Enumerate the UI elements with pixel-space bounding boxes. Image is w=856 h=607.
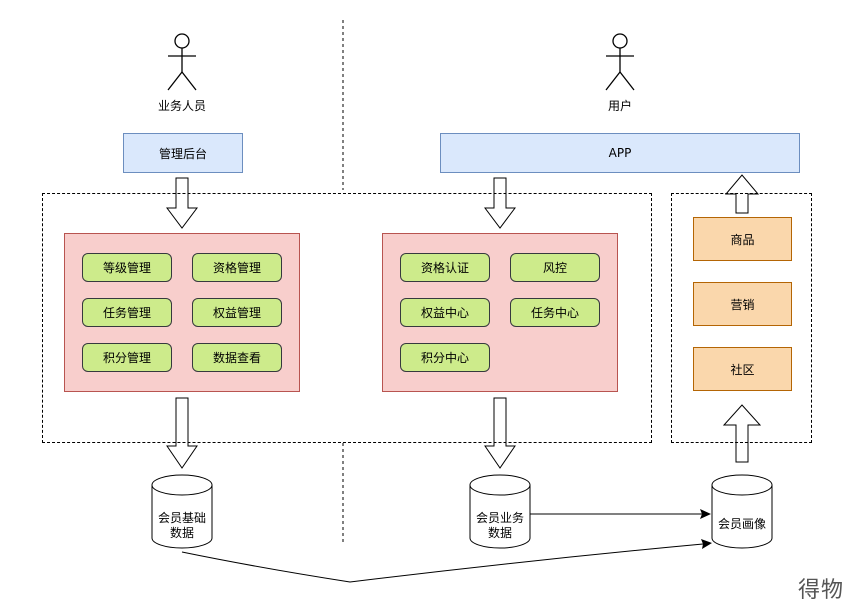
module-risk-control: 风控: [510, 253, 600, 282]
db-basic-label: 会员基础 数据: [152, 511, 212, 541]
module-qualification-management: 资格管理: [192, 253, 282, 282]
db-business-label-line2: 数据: [487, 526, 512, 540]
arrow-admin-down-icon: [166, 177, 198, 229]
module-rights-center: 权益中心: [400, 298, 490, 327]
db-basic-label-line2: 数据: [169, 526, 194, 540]
module-marketing: 营销: [693, 282, 792, 326]
cylinder-basic-data: [151, 474, 213, 549]
cylinder-business-data: [469, 474, 531, 549]
arrow-app-down-icon: [484, 177, 516, 229]
app-box: APP: [440, 133, 800, 173]
arrow-admin-db-icon: [166, 397, 198, 469]
watermark: 得物: [798, 578, 845, 603]
module-level-management: 等级管理: [82, 253, 172, 282]
module-points-management: 积分管理: [82, 343, 172, 372]
actor-user-icon: [605, 33, 635, 91]
actor-business-icon: [167, 33, 197, 91]
db-portrait-label: 会员画像: [717, 517, 766, 531]
module-task-center: 任务中心: [510, 298, 600, 327]
db-basic-label-line1: 会员基础: [157, 511, 206, 525]
arrow-up-app-icon: [724, 174, 760, 214]
db-business-label-line1: 会员业务: [475, 511, 524, 525]
actor-user-label: 用户: [607, 99, 632, 113]
arrow-user-db-icon: [484, 397, 516, 469]
arrowhead-business-portrait-icon: [700, 509, 711, 519]
module-products: 商品: [693, 217, 792, 261]
module-task-management: 任务管理: [82, 298, 172, 327]
cylinder-portrait-data: [711, 474, 773, 549]
actor-business-label: 业务人员: [157, 99, 206, 113]
arrowhead-basic-portrait-icon: [701, 539, 712, 549]
module-community: 社区: [693, 347, 792, 391]
module-qualification-auth: 资格认证: [400, 253, 490, 282]
connector-basic-portrait: [181, 543, 704, 583]
module-data-view: 数据查看: [192, 343, 282, 372]
service-group-container: [42, 193, 652, 443]
frontend-group-container: [671, 193, 812, 443]
module-points-center: 积分中心: [400, 343, 490, 372]
db-business-label: 会员业务 数据: [470, 511, 530, 541]
admin-console-box: 管理后台: [123, 133, 243, 173]
module-rights-management: 权益管理: [192, 298, 282, 327]
arrow-up-portrait-icon: [722, 404, 762, 463]
